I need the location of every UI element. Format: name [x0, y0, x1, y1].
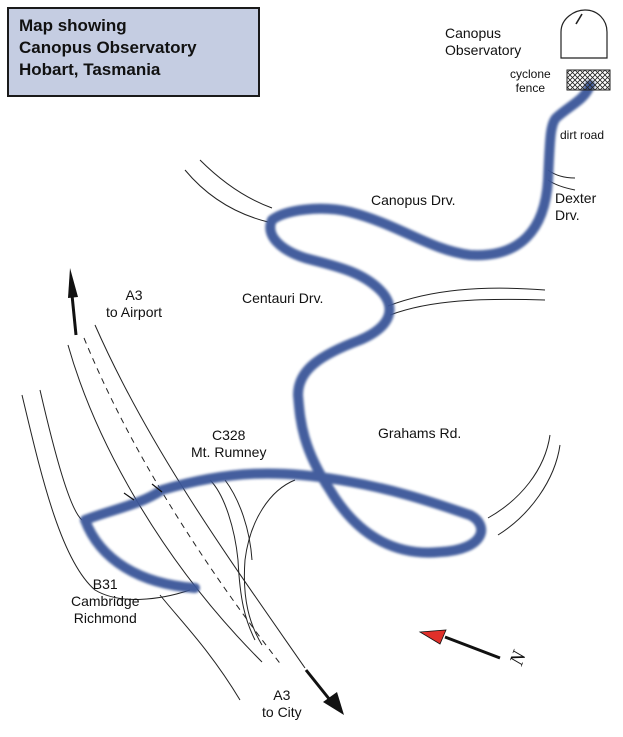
title-line-3: Hobart, Tasmania	[19, 60, 161, 79]
canopus-drv-label: Canopus Drv.	[371, 192, 456, 208]
dirt-road-label: dirt road	[560, 128, 605, 142]
observatory-icon	[560, 9, 608, 59]
cyclone-fence	[566, 69, 611, 91]
map-title-box: Map showing Canopus Observatory Hobart, …	[7, 7, 260, 97]
a3-city-label: A3 to City	[262, 687, 302, 720]
interchange-ramps	[209, 479, 296, 646]
route-path	[80, 80, 595, 593]
bridge-marks	[123, 483, 163, 501]
side-roads	[184, 159, 576, 536]
north-arrow-icon	[418, 629, 501, 660]
a3-airport-arrow	[68, 268, 78, 336]
b31-road-edges	[21, 389, 241, 701]
title-line-2: Canopus Observatory	[19, 38, 197, 57]
grahams-rd-label: Grahams Rd.	[378, 425, 462, 441]
a3-airport-label: A3 to Airport	[106, 287, 163, 320]
b31-label: B31 Cambridge Richmond	[71, 576, 140, 626]
c328-label: C328 Mt. Rumney	[191, 427, 267, 460]
title-line-1: Map showing	[19, 16, 127, 35]
a3-city-arrow	[304, 669, 344, 715]
cyclone-fence-label: cyclone fence	[510, 67, 551, 95]
dexter-drv-label: Dexter Drv.	[555, 190, 597, 223]
observatory-label: Canopus Observatory	[445, 25, 522, 58]
centauri-drv-label: Centauri Drv.	[242, 290, 324, 306]
